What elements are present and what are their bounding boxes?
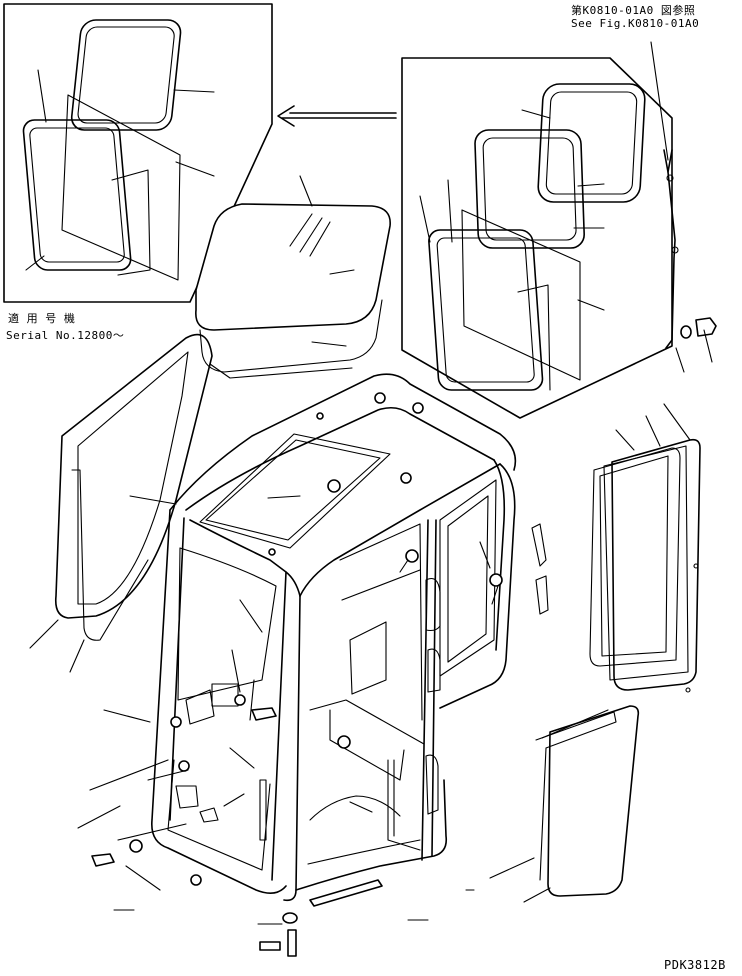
left-door-glass [29, 333, 213, 673]
figure-code: PDK3812B [664, 958, 726, 972]
right-side-panels [589, 403, 701, 693]
reference-rod [650, 41, 717, 373]
reference-note-jp: 第K0810-01A0 図参照 [571, 4, 696, 17]
reference-note-en: See Fig.K0810-01A0 [571, 17, 700, 30]
transfer-arrow [277, 105, 397, 127]
serial-note-en: Serial No.12800～ [6, 329, 125, 342]
serial-note-jp: 適 用 号 機 [8, 312, 76, 325]
door-lower-panel [489, 705, 640, 903]
leader-lines [77, 495, 499, 925]
window-glass-assembly-box [401, 57, 673, 419]
cab-frame [91, 373, 549, 957]
roof-glass [195, 175, 391, 379]
